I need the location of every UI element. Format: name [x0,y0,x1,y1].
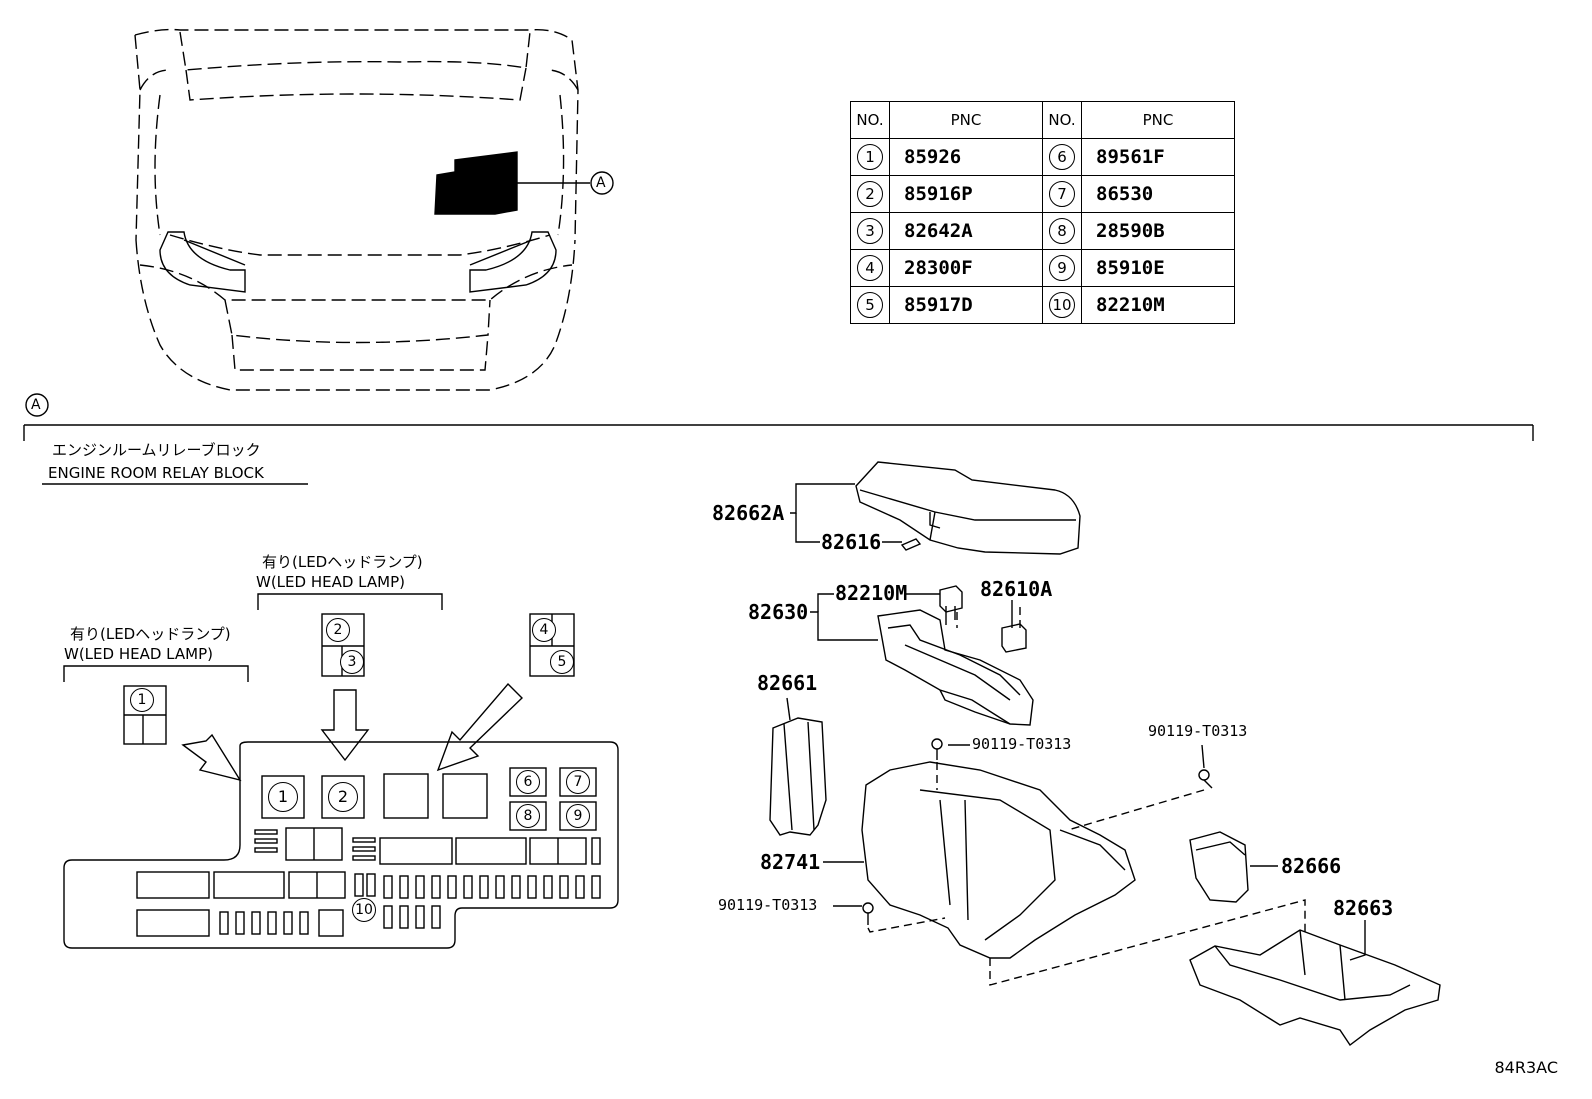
variant-relay-3: 3 [340,650,364,674]
vehicle-front-outline [134,28,579,391]
row-number: 6 [1049,144,1075,170]
leader-lines [786,483,1366,961]
label-90119-t0313-lower: 90119-T0313 [718,896,818,914]
arrow-left [181,733,242,782]
variant-relay-5: 5 [550,650,574,674]
pnc-value: 86530 [1081,175,1235,213]
pnc-value: 89561F [1081,138,1235,176]
slot-relay-8: 8 [516,804,540,828]
label-82610a: 82610A [980,577,1053,601]
fuse-row-upper [354,873,601,899]
relay-block-layout [63,682,619,949]
col-no-a: NO. [850,101,890,139]
label-90119-t0313-upper: 90119-T0313 [972,735,1072,753]
slot-relay-9: 9 [566,804,590,828]
slot-relay-1: 1 [268,782,298,812]
variant-mid-jp: 有り(LEDヘッドランプ) [262,553,423,571]
table-row: 3 82642A 8 28590B [850,212,1235,250]
table-row: 1 85926 6 89561F [850,138,1235,176]
row-number: 9 [1049,255,1075,281]
callout-a-circle [590,171,614,195]
part-side-cover-82661 [769,717,827,836]
slot-relay-6: 6 [516,770,540,794]
label-82666: 82666 [1281,854,1342,878]
variant-relay-2: 2 [326,618,350,642]
pnc-value: 28300F [889,249,1043,287]
vehicle-headlamps [159,231,557,293]
pnc-table-header: NO. PNC NO. PNC [850,101,1235,139]
relay-block-location [434,151,518,215]
label-82663: 82663 [1333,896,1394,920]
table-row: 2 85916P 7 86530 [850,175,1235,213]
diagram-code: 84R3AC [1494,1058,1559,1077]
part-relay-82210m [939,585,963,625]
col-pnc-a: PNC [889,101,1043,139]
slot-relay-2: 2 [328,782,358,812]
callout-a-letter: A [596,175,606,191]
row-number: 4 [857,255,883,281]
variant-relay-1: 1 [130,688,154,712]
variant-left-jp: 有り(LEDヘッドランプ) [70,625,231,643]
slot-relay-10: 10 [352,898,376,922]
part-relay-82610a [1001,623,1027,653]
col-no-b: NO. [1042,101,1082,139]
arrow-right [436,682,523,772]
row-number: 2 [857,181,883,207]
section-a-letter: A [31,397,41,413]
part-tray-82663 [1189,929,1441,1047]
part-lower-box-82741 [861,761,1136,959]
row-number: 5 [857,292,883,318]
label-82662a: 82662A [712,501,785,525]
header-en: ENGINE ROOM RELAY BLOCK [48,464,264,482]
row-number: 1 [857,144,883,170]
row-number: 8 [1049,218,1075,244]
pnc-value: 85926 [889,138,1043,176]
row-number: 10 [1049,292,1075,318]
pnc-value: 82210M [1081,286,1235,324]
slot-relay-7: 7 [566,770,590,794]
header-jp: エンジンルームリレーブロック [52,441,261,459]
screws-90119 [862,738,1213,925]
label-82741: 82741 [760,850,821,874]
part-cover-82662a [855,461,1081,555]
variant-mid-en: W(LED HEAD LAMP) [256,573,405,591]
assembly-dash-lines [867,607,1306,986]
row-number: 3 [857,218,883,244]
variant-relay-4: 4 [532,618,556,642]
pnc-value: 82642A [889,212,1043,250]
label-90119-t0313-right: 90119-T0313 [1148,722,1248,740]
label-82630: 82630 [748,600,809,624]
part-bracket-82666 [1189,831,1249,903]
variant-left-en: W(LED HEAD LAMP) [64,645,213,663]
pnc-value: 28590B [1081,212,1235,250]
variant-brackets [63,593,443,682]
pnc-value: 85916P [889,175,1043,213]
row-number: 7 [1049,181,1075,207]
pnc-value: 85917D [889,286,1043,324]
table-row: 5 85917D 10 82210M [850,286,1235,324]
arrow-middle [320,689,370,762]
pnc-table: NO. PNC NO. PNC 1 85926 6 89561F 2 85916… [850,101,1235,324]
part-relay-block-82630 [877,609,1034,726]
section-a-bracket [23,393,1534,485]
label-82210m: 82210M [835,581,908,605]
col-pnc-b: PNC [1081,101,1235,139]
pnc-value: 85910E [1081,249,1235,287]
fuse-row-lower [219,905,441,935]
label-82661: 82661 [757,671,818,695]
table-row: 4 28300F 9 85910E [850,249,1235,287]
label-82616: 82616 [821,530,882,554]
part-fuse-puller [900,538,922,551]
